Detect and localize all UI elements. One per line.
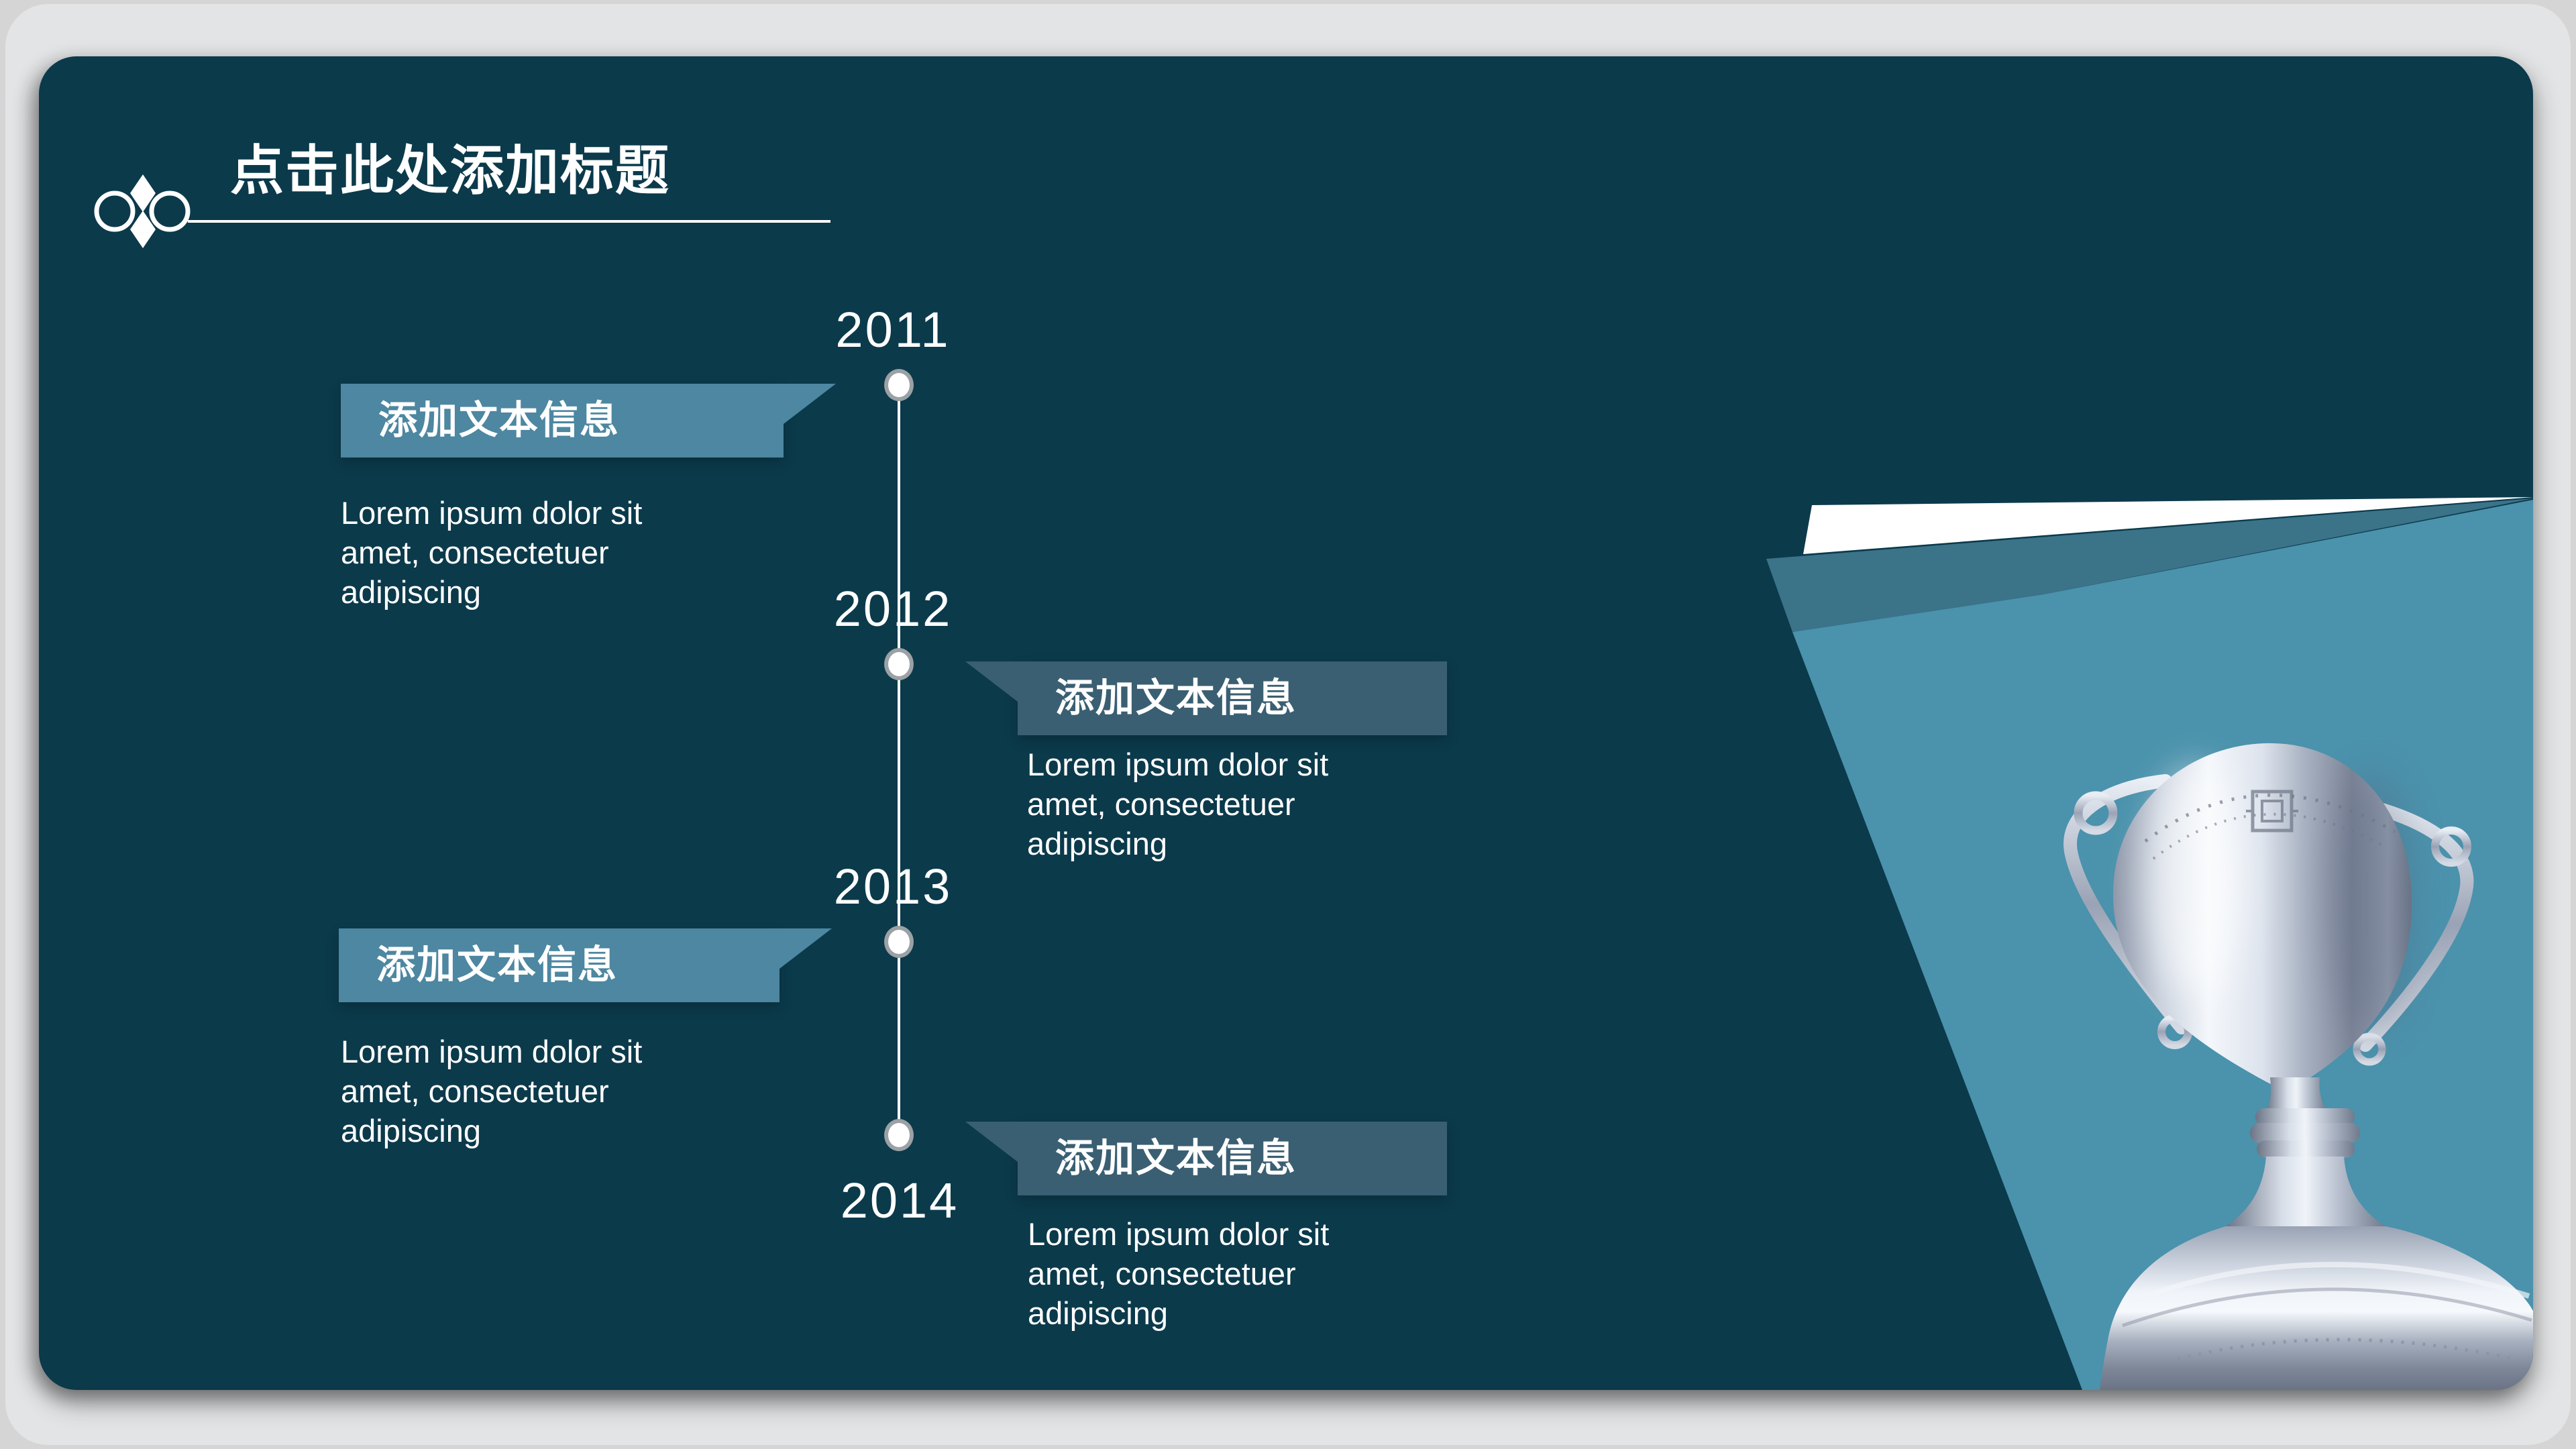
timeline-dot-2012 [884, 648, 914, 680]
body-text-2014[interactable]: Lorem ipsum dolor sit amet, consectetuer… [1028, 1216, 1330, 1331]
slide-decorations [94, 174, 2533, 1390]
banner-label-2013[interactable]: 添加文本信息 [339, 928, 832, 1002]
timeline-spine [898, 385, 900, 1135]
banner-label-2014[interactable]: 添加文本信息 [965, 1122, 1447, 1195]
infinity-knot-icon [94, 174, 191, 248]
year-label-2011: 2011 [835, 302, 951, 358]
banner-label-2012[interactable]: 添加文本信息 [965, 661, 1447, 735]
year-label-2012: 2012 [833, 581, 953, 637]
slide-title-placeholder[interactable]: 点击此处添加标题 [230, 141, 670, 201]
presentation-slide: 点击此处添加标题 2011 2012 2013 2014 添加文本信息 添加文本… [39, 56, 2533, 1390]
year-label-2013: 2013 [833, 859, 953, 914]
silver-trophy-photo [2063, 743, 2533, 1390]
timeline-dot-2011 [884, 369, 914, 401]
body-text-2011[interactable]: Lorem ipsum dolor sit amet, consectetuer… [341, 495, 643, 610]
body-text-2013[interactable]: Lorem ipsum dolor sit amet, consectetuer… [341, 1034, 643, 1148]
trophy-engraved-logo [2246, 790, 2298, 833]
timeline-dot-2014 [884, 1119, 914, 1151]
body-text-2012[interactable]: Lorem ipsum dolor sit amet, consectetuer… [1027, 747, 1329, 861]
timeline-dot-2013 [884, 926, 914, 958]
banner-label-2011[interactable]: 添加文本信息 [341, 384, 836, 458]
year-label-2014: 2014 [840, 1173, 959, 1228]
